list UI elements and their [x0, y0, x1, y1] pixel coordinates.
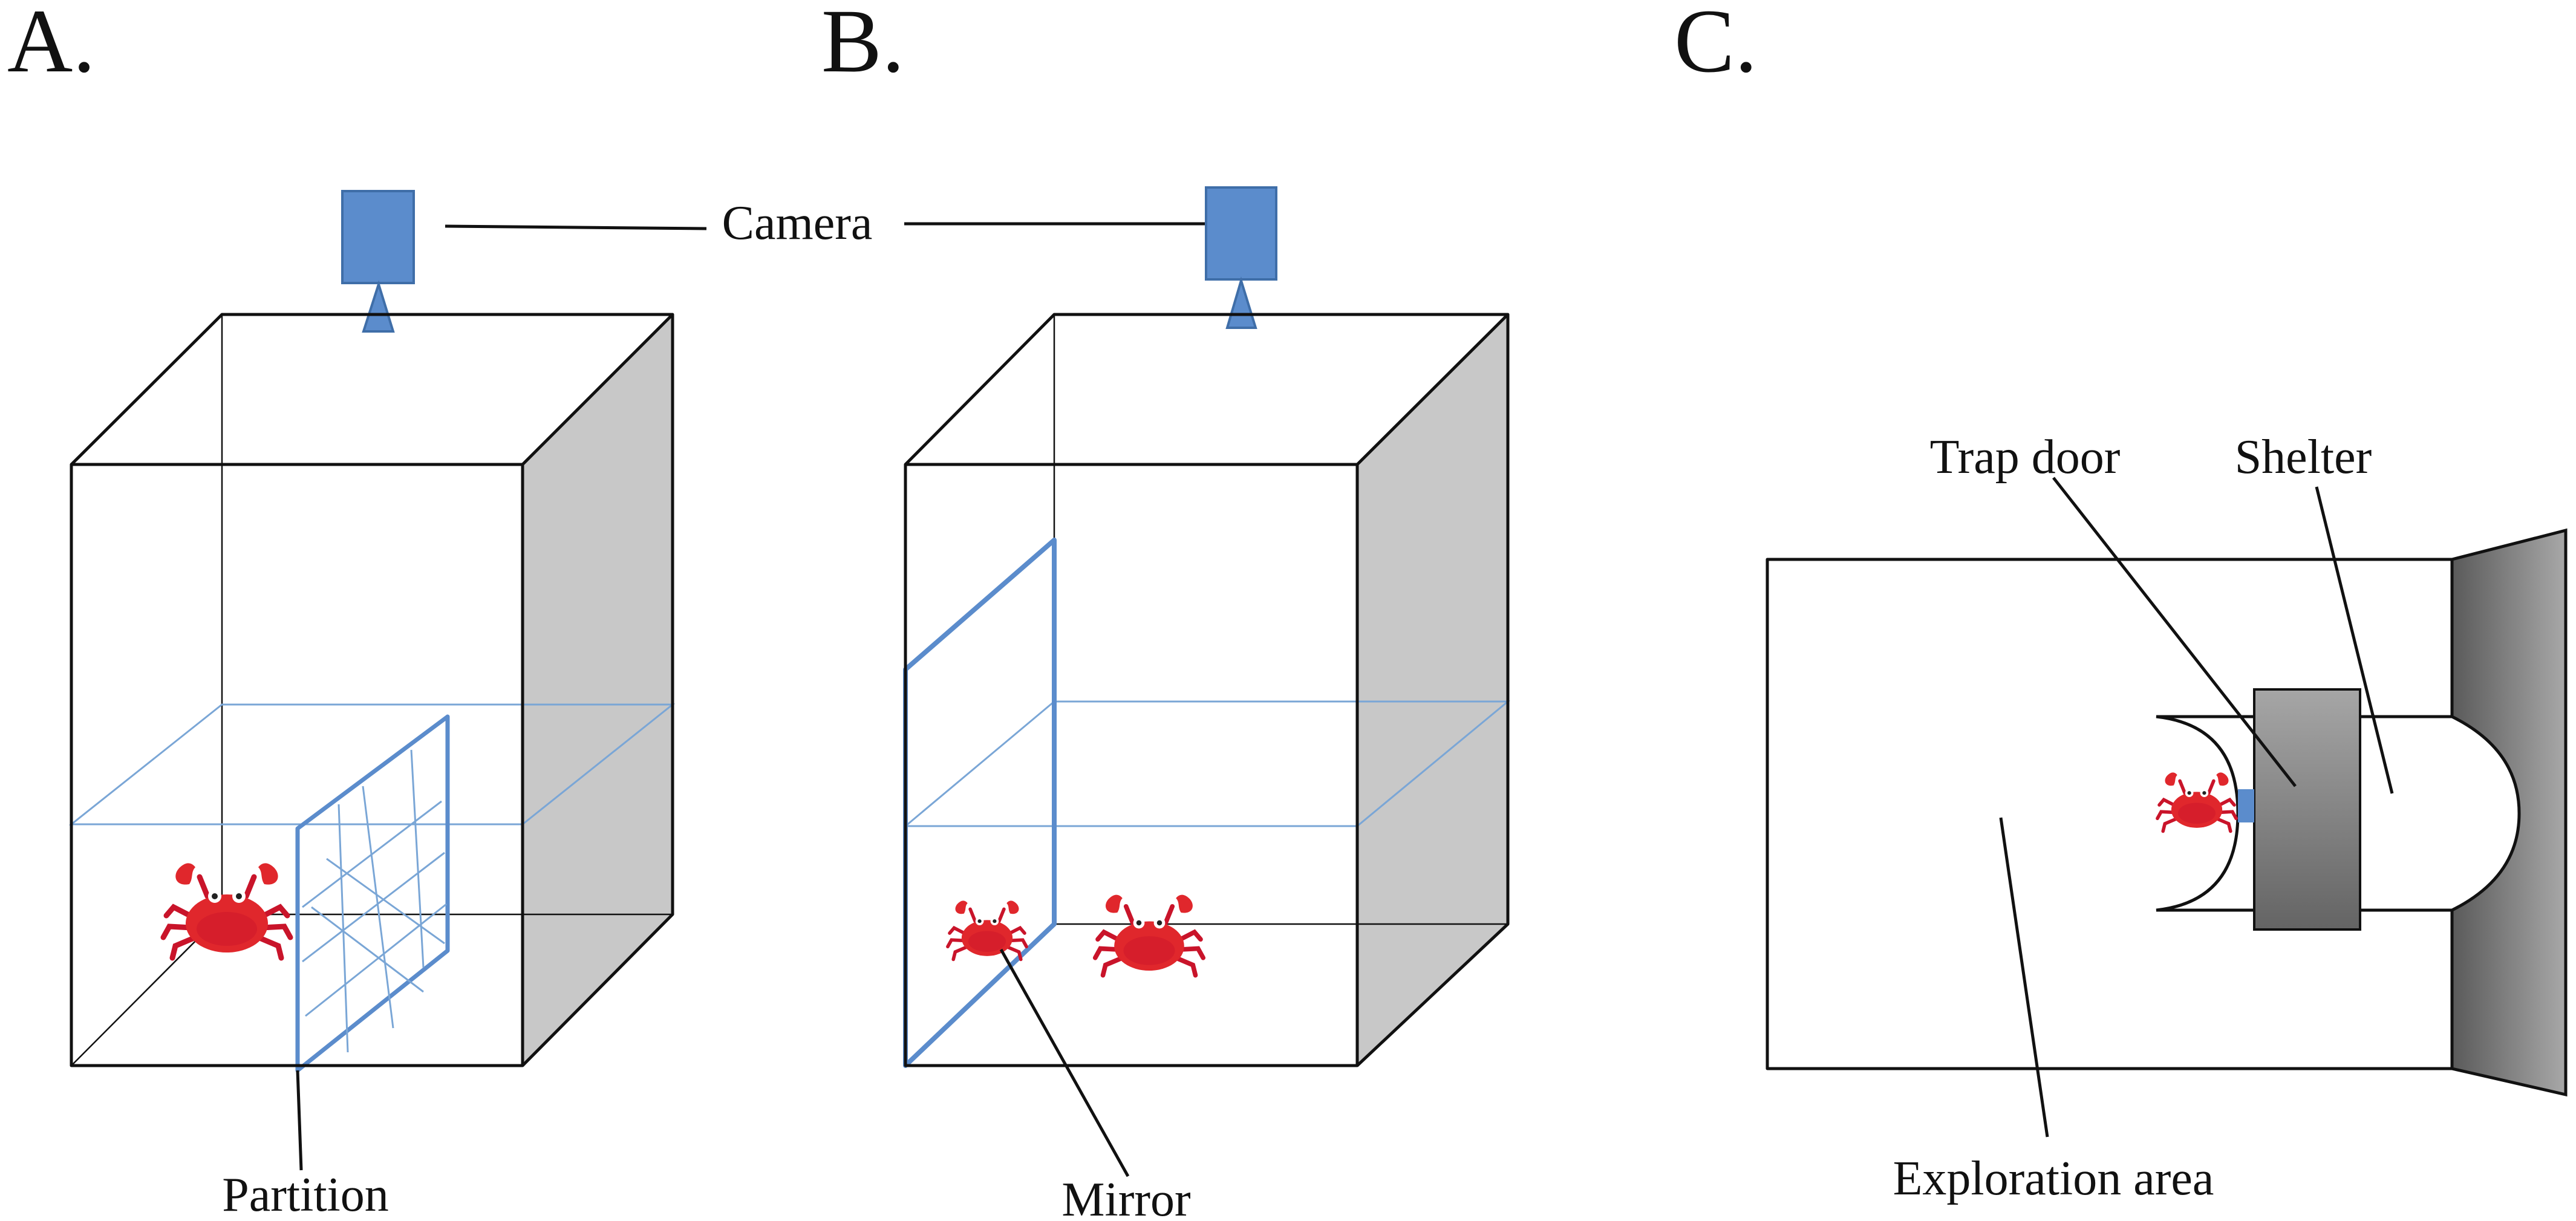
crab-c	[2157, 772, 2236, 831]
trap-door-latch	[2238, 789, 2254, 822]
partition-mesh	[295, 714, 450, 1073]
camera-a	[341, 190, 415, 333]
tank-b-side-wall	[1357, 314, 1508, 1066]
partition-label: Partition	[222, 1168, 389, 1221]
crab-reflection	[948, 900, 1026, 959]
shelter-label: Shelter	[2235, 431, 2372, 484]
panel-a-letter: A.	[7, 0, 96, 91]
panel-b-letter: B.	[821, 0, 905, 91]
tank-a-side-wall	[523, 314, 673, 1066]
tank-a-front	[70, 463, 524, 1067]
camera-b	[1205, 186, 1277, 329]
panel-b: B. Mirror	[821, 0, 1511, 1221]
mirror-label: Mirror	[1061, 1173, 1190, 1221]
camera-label: Camera	[722, 197, 873, 250]
mirror-panel	[903, 538, 1057, 1068]
panel-c: C. Trap door Shelter Exploration area	[1674, 0, 2568, 1205]
panel-a: A.	[7, 0, 676, 1221]
trap-door-label: Trap door	[1930, 431, 2121, 484]
panel-c-letter: C.	[1674, 0, 1758, 91]
tank-b-front	[904, 463, 1359, 1067]
camera-callout: Camera	[445, 197, 1207, 250]
crab-a	[163, 863, 290, 958]
trap-door	[2253, 688, 2361, 931]
crab-b	[1095, 895, 1204, 975]
exploration-label: Exploration area	[1893, 1152, 2214, 1205]
